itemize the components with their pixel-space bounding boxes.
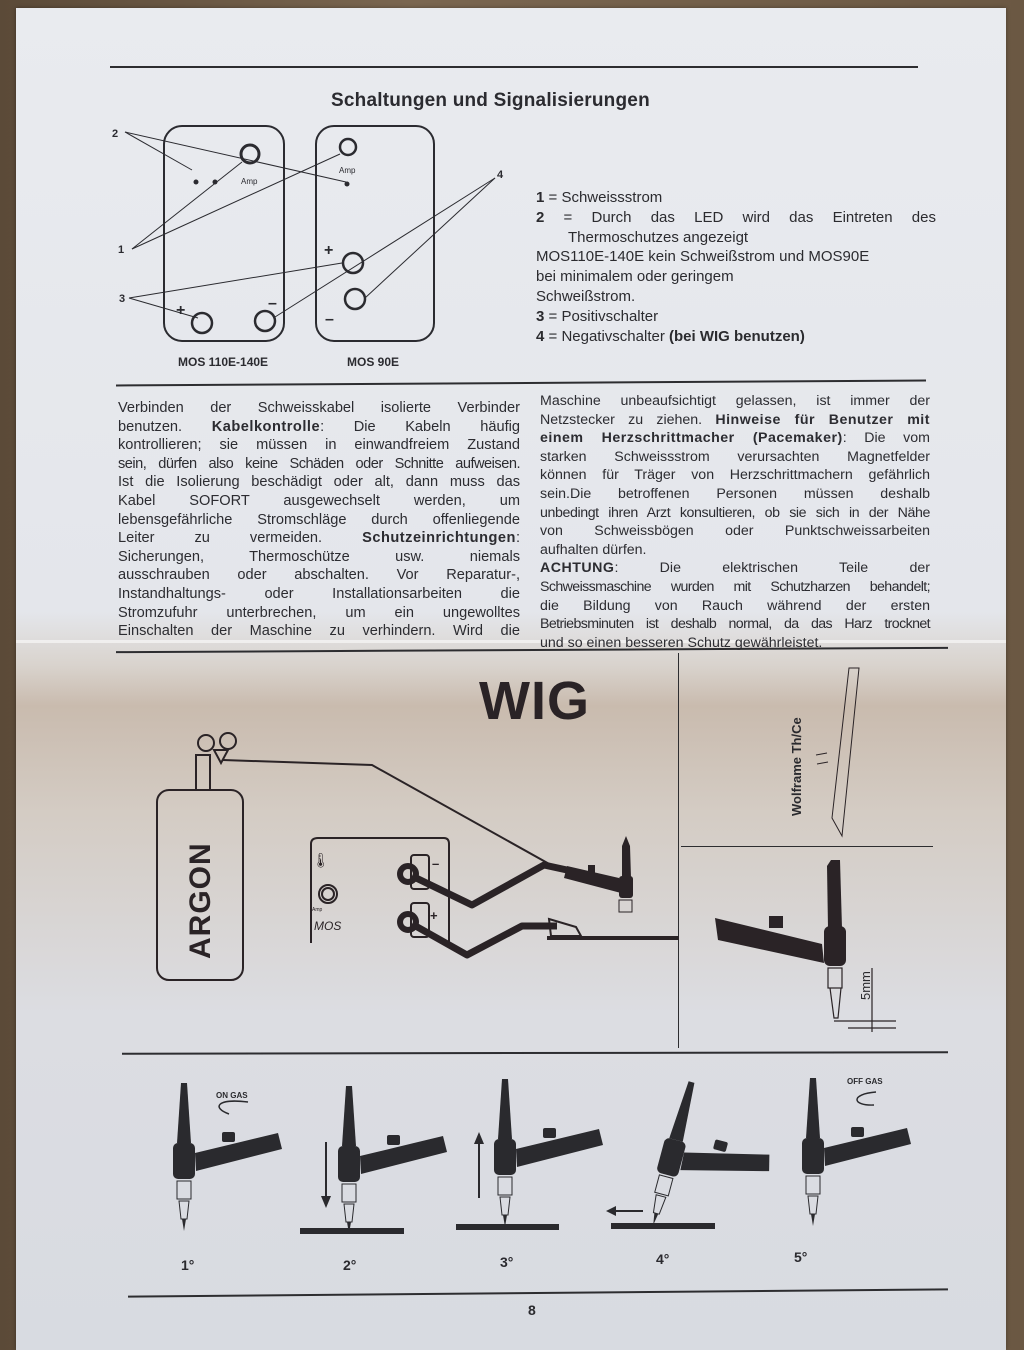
text-column-left: Verbinden der Schweisskabel isolierte Ve… bbox=[118, 399, 521, 641]
heading-schutzeinrichtungen: Schutzeinrichtungen bbox=[362, 530, 516, 547]
text-span: benutzen. bbox=[118, 418, 212, 435]
text-line: lebensgefährliche Stromschläge durch off… bbox=[118, 511, 520, 528]
text-line: Sicherungen, Thermoschütze usw. niemals bbox=[118, 548, 520, 565]
step-2-label: 2° bbox=[343, 1257, 357, 1273]
callout-1: 1 bbox=[118, 244, 124, 256]
panel-caption-2: MOS 90E bbox=[347, 355, 400, 369]
legend-num-1: 1 bbox=[536, 189, 545, 206]
text-span: Leiter zu vermeiden. bbox=[118, 530, 363, 547]
text-line: Kabel SOFORT ausgewechselt werden, um bbox=[118, 492, 520, 509]
text-line: Stromzufuhr unterbrechen, um ein ungewol… bbox=[118, 604, 520, 621]
section-title: Schaltungen und Signalisierungen bbox=[331, 90, 650, 111]
panel-caption-1: MOS 110E-140E bbox=[178, 355, 269, 369]
heading-kabelkontrolle: Kabelkontrolle bbox=[211, 418, 321, 435]
wig-title: WIG bbox=[479, 671, 590, 731]
text-line: starken Schweissstrom verursachten Magne… bbox=[540, 448, 930, 465]
amp-label-1: Amp bbox=[241, 177, 258, 186]
step-5-label: 5° bbox=[794, 1249, 808, 1265]
text-span: : Die Kabeln häufig bbox=[320, 418, 520, 435]
callout-3: 3 bbox=[119, 293, 125, 305]
plus-sign-2: + bbox=[324, 242, 333, 259]
wig-divider bbox=[678, 653, 679, 1048]
text-line: unbedingt ihren Arzt konsultieren, ob si… bbox=[540, 504, 930, 521]
electrode-rule bbox=[681, 846, 933, 847]
text-line: sein, dürfen also keine Schäden oder Sch… bbox=[118, 455, 521, 472]
text-column-right: Maschine unbeaufsichtigt gelassen, ist i… bbox=[540, 392, 931, 652]
machine-label: MOS bbox=[314, 919, 341, 933]
thermometer-icon: 🌡 bbox=[312, 853, 330, 869]
top-rule bbox=[110, 66, 918, 68]
text-line: kontrollieren; sie müssen in einwandfrei… bbox=[118, 437, 520, 454]
paper-fold bbox=[16, 640, 1006, 643]
legend-note-3: Schweißstrom. bbox=[536, 287, 636, 305]
text-line: Einschalten der Maschine zu verhindern. … bbox=[118, 623, 520, 640]
legend-note-2: bei minimalem oder geringem bbox=[536, 268, 734, 286]
legend-text-3: = Positivschalter bbox=[544, 307, 659, 325]
legend-note-1: MOS110E-140E kein Schweißstrom und MOS90… bbox=[536, 248, 870, 266]
step-1-label: 1° bbox=[181, 1257, 195, 1273]
legend-text-2: = Durch das LED wird das Eintreten des bbox=[544, 208, 936, 226]
text-line: Instandhaltungs- oder Installationsarbei… bbox=[118, 585, 520, 602]
callout-4: 4 bbox=[497, 169, 504, 181]
step-3-label: 3° bbox=[500, 1254, 514, 1270]
wig-setup-diagram: 🌡 Amp MOS – + bbox=[156, 667, 896, 1032]
legend-text-4: = Negativschalter bbox=[544, 327, 669, 345]
text-span: : Die elektrischen Teile der bbox=[614, 560, 930, 577]
heading-herzschrittmacher: einem Herzschrittmacher (Pacemaker) bbox=[540, 430, 843, 447]
minus-sign-1: – bbox=[268, 295, 277, 312]
manual-page: Schaltungen und Signalisierungen bbox=[16, 8, 1006, 1350]
plus-sign-1: + bbox=[176, 302, 185, 319]
amp-label-2: Amp bbox=[339, 166, 356, 175]
text-line: ausschrauben oder abschalten. Vor Repara… bbox=[118, 567, 520, 584]
text-line: Schweissmaschine wurden mit Schutzharzen… bbox=[540, 578, 931, 595]
text-line: aufhalten dürfen. bbox=[540, 541, 647, 558]
text-line: Betriebsminuten ist deshalb normal, da d… bbox=[540, 616, 931, 633]
text-line: Maschine unbeaufsichtigt gelassen, ist i… bbox=[540, 393, 930, 409]
heading-achtung: ACHTUNG bbox=[540, 560, 615, 577]
text-line: sein.Die betroffenen Personen müssen des… bbox=[540, 485, 930, 502]
text-line: Verbinden der Schweisskabel isolierte Ve… bbox=[118, 400, 520, 416]
text-line: und so einen besseren Schutz gewährleist… bbox=[540, 634, 823, 651]
text-span: Netzstecker zu ziehen. bbox=[540, 411, 716, 428]
minus-sign-2: – bbox=[325, 311, 334, 328]
text-line: Ist die Isolierung beschädigt oder alt, … bbox=[118, 474, 520, 491]
text-line: können für Träger von Herzschrittmachern… bbox=[540, 467, 930, 484]
callout-2: 2 bbox=[112, 128, 118, 140]
off-gas-label: OFF GAS bbox=[847, 1077, 883, 1086]
page-number: 8 bbox=[528, 1302, 536, 1318]
legend-text-1: = Schweissstrom bbox=[544, 189, 663, 206]
plus-terminal: + bbox=[430, 908, 438, 923]
legend-text-4-bold: (bei WIG benutzen) bbox=[669, 327, 805, 345]
minus-terminal: – bbox=[432, 856, 439, 871]
legend-text-2-cont: Thermoschutzes angezeigt bbox=[568, 228, 749, 246]
panel-diagram: 2 1 3 4 Amp Amp + – + – bbox=[112, 125, 504, 342]
text-span: : bbox=[515, 530, 520, 547]
legend-num-3: 3 bbox=[536, 307, 545, 325]
legend-num-2: 2 bbox=[536, 208, 545, 226]
amp-label: Amp bbox=[312, 907, 323, 913]
text-line: von Schweissbögen oder Punktschweissarbe… bbox=[540, 523, 930, 540]
text-line: die Bildung von Rauch während der ersten bbox=[540, 597, 930, 614]
torch-steps-diagram: ON GAS OFF GAS bbox=[172, 1077, 912, 1251]
step-4-label: 4° bbox=[656, 1251, 670, 1267]
heading-hinweise: Hinweise für Benutzer mit bbox=[715, 411, 930, 428]
text-span: : Die vom bbox=[842, 430, 930, 447]
on-gas-label: ON GAS bbox=[216, 1091, 248, 1100]
legend-num-4: 4 bbox=[536, 327, 545, 345]
legend: 1 = Schweissstrom 2 = Durch das LED wird… bbox=[536, 188, 936, 346]
